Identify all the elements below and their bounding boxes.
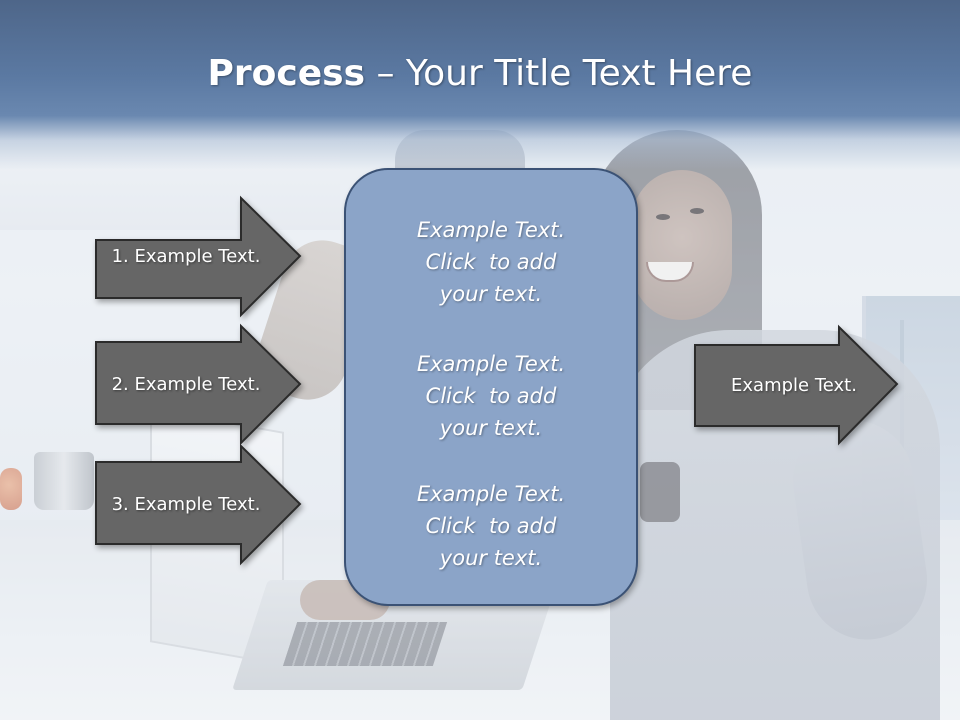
paragraph-line: Example Text. <box>416 352 566 376</box>
title-rest: – Your Title Text Here <box>365 53 753 94</box>
background-pepper <box>0 468 22 510</box>
process-arrow-2[interactable]: 2. Example Text. <box>95 323 302 446</box>
arrow-shape <box>95 323 302 446</box>
paragraph-line: Click to add <box>425 250 557 274</box>
center-text-box[interactable]: Example Text. Click to add your text. Ex… <box>344 168 638 606</box>
result-arrow[interactable]: Example Text. <box>694 324 900 446</box>
paragraph-line: your text. <box>439 282 543 306</box>
center-paragraph-1: Example Text. Click to add your text. <box>346 214 636 310</box>
background-eye <box>656 214 670 220</box>
arrow-shape <box>694 324 899 446</box>
background-mug <box>640 462 680 522</box>
paragraph-line: Click to add <box>425 514 557 538</box>
process-arrow-1[interactable]: 1. Example Text. <box>95 195 302 318</box>
background-woman-face <box>632 170 732 320</box>
arrow-label: 1. Example Text. <box>111 246 261 267</box>
arrow-label: 3. Example Text. <box>111 494 261 515</box>
background-eye <box>690 208 704 214</box>
paragraph-line: Example Text. <box>416 482 566 506</box>
paragraph-line: Example Text. <box>416 218 566 242</box>
arrow-label: Example Text. <box>731 375 857 396</box>
arrow-shape <box>95 195 302 318</box>
process-arrow-3[interactable]: 3. Example Text. <box>95 443 302 566</box>
arrow-shape <box>95 443 302 566</box>
slide-title[interactable]: Process – Your Title Text Here <box>0 52 960 96</box>
center-paragraph-3: Example Text. Click to add your text. <box>346 478 636 574</box>
title-band <box>0 0 960 170</box>
paragraph-line: Click to add <box>425 384 557 408</box>
center-paragraph-2: Example Text. Click to add your text. <box>346 348 636 444</box>
paragraph-line: your text. <box>439 546 543 570</box>
title-bold: Process <box>207 53 366 94</box>
arrow-label: 2. Example Text. <box>111 374 261 395</box>
background-pot <box>34 452 94 510</box>
paragraph-line: your text. <box>439 416 543 440</box>
